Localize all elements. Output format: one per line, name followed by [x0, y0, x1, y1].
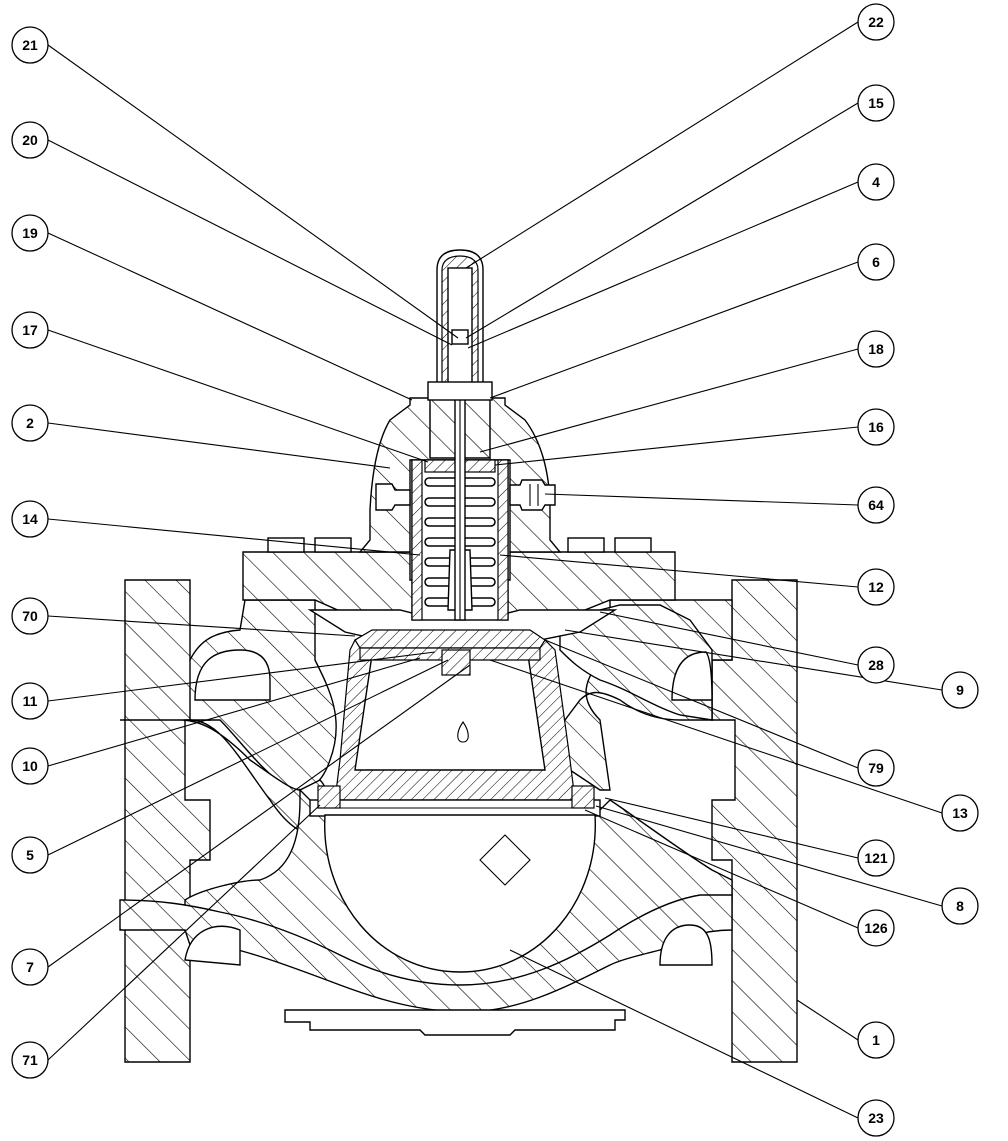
callout-70: 70: [11, 597, 49, 635]
callout-79: 79: [857, 749, 895, 787]
callout-16: 16: [857, 408, 895, 446]
seat-and-plug: [309, 639, 601, 973]
callout-7: 7: [11, 948, 49, 986]
callout-label: 13: [952, 805, 968, 821]
callout-label: 70: [22, 608, 38, 624]
callout-label: 21: [22, 37, 38, 53]
callout-23: 23: [857, 1099, 895, 1137]
callout-1: 1: [857, 1021, 895, 1059]
flow-direction-mark: [479, 834, 531, 886]
callout-4: 4: [857, 163, 895, 201]
callout-14: 14: [11, 500, 49, 538]
callout-label: 23: [868, 1110, 884, 1126]
callout-label: 4: [872, 174, 880, 190]
bonnet: [358, 364, 562, 621]
top-cap: [427, 249, 493, 401]
callout-64: 64: [857, 486, 895, 524]
callout-19: 19: [11, 214, 49, 252]
callout-label: 9: [956, 682, 964, 698]
callout-17: 17: [11, 311, 49, 349]
callout-8: 8: [941, 887, 979, 925]
callout-label: 10: [22, 758, 38, 774]
callout-label: 19: [22, 225, 38, 241]
leader-lines: [47, 21, 943, 1119]
callout-21: 21: [11, 26, 49, 64]
callout-11: 11: [11, 682, 49, 720]
callout-13: 13: [941, 794, 979, 832]
callout-label: 20: [22, 132, 38, 148]
callout-label: 79: [868, 760, 884, 776]
callout-label: 14: [22, 511, 38, 527]
callout-label: 16: [868, 419, 884, 435]
callout-71: 71: [11, 1041, 49, 1079]
callout-label: 2: [26, 415, 34, 431]
callout-label: 126: [864, 920, 888, 936]
callout-18: 18: [857, 330, 895, 368]
callout-20: 20: [11, 121, 49, 159]
callout-label: 6: [872, 254, 880, 270]
callout-12: 12: [857, 568, 895, 606]
callout-label: 17: [22, 322, 38, 338]
callout-label: 7: [26, 959, 34, 975]
callout-label: 28: [868, 657, 884, 673]
callout-label: 71: [22, 1052, 38, 1068]
callout-label: 18: [868, 341, 884, 357]
callout-label: 8: [956, 898, 964, 914]
callout-label: 1: [872, 1032, 880, 1048]
callout-label: 5: [26, 847, 34, 863]
callout-10: 10: [11, 747, 49, 785]
callout-label: 64: [868, 497, 884, 513]
callout-121: 121: [857, 839, 895, 877]
droplet-icon: [457, 721, 469, 743]
callout-2: 2: [11, 404, 49, 442]
callout-15: 15: [857, 84, 895, 122]
callout-label: 22: [868, 14, 884, 30]
callout-9: 9: [941, 671, 979, 709]
callout-126: 126: [857, 909, 895, 947]
callout-label: 15: [868, 95, 884, 111]
callout-28: 28: [857, 646, 895, 684]
callout-22: 22: [857, 3, 895, 41]
callout-6: 6: [857, 243, 895, 281]
callout-5: 5: [11, 836, 49, 874]
callout-label: 121: [864, 850, 888, 866]
callout-label: 12: [868, 579, 884, 595]
callout-label: 11: [23, 693, 38, 709]
